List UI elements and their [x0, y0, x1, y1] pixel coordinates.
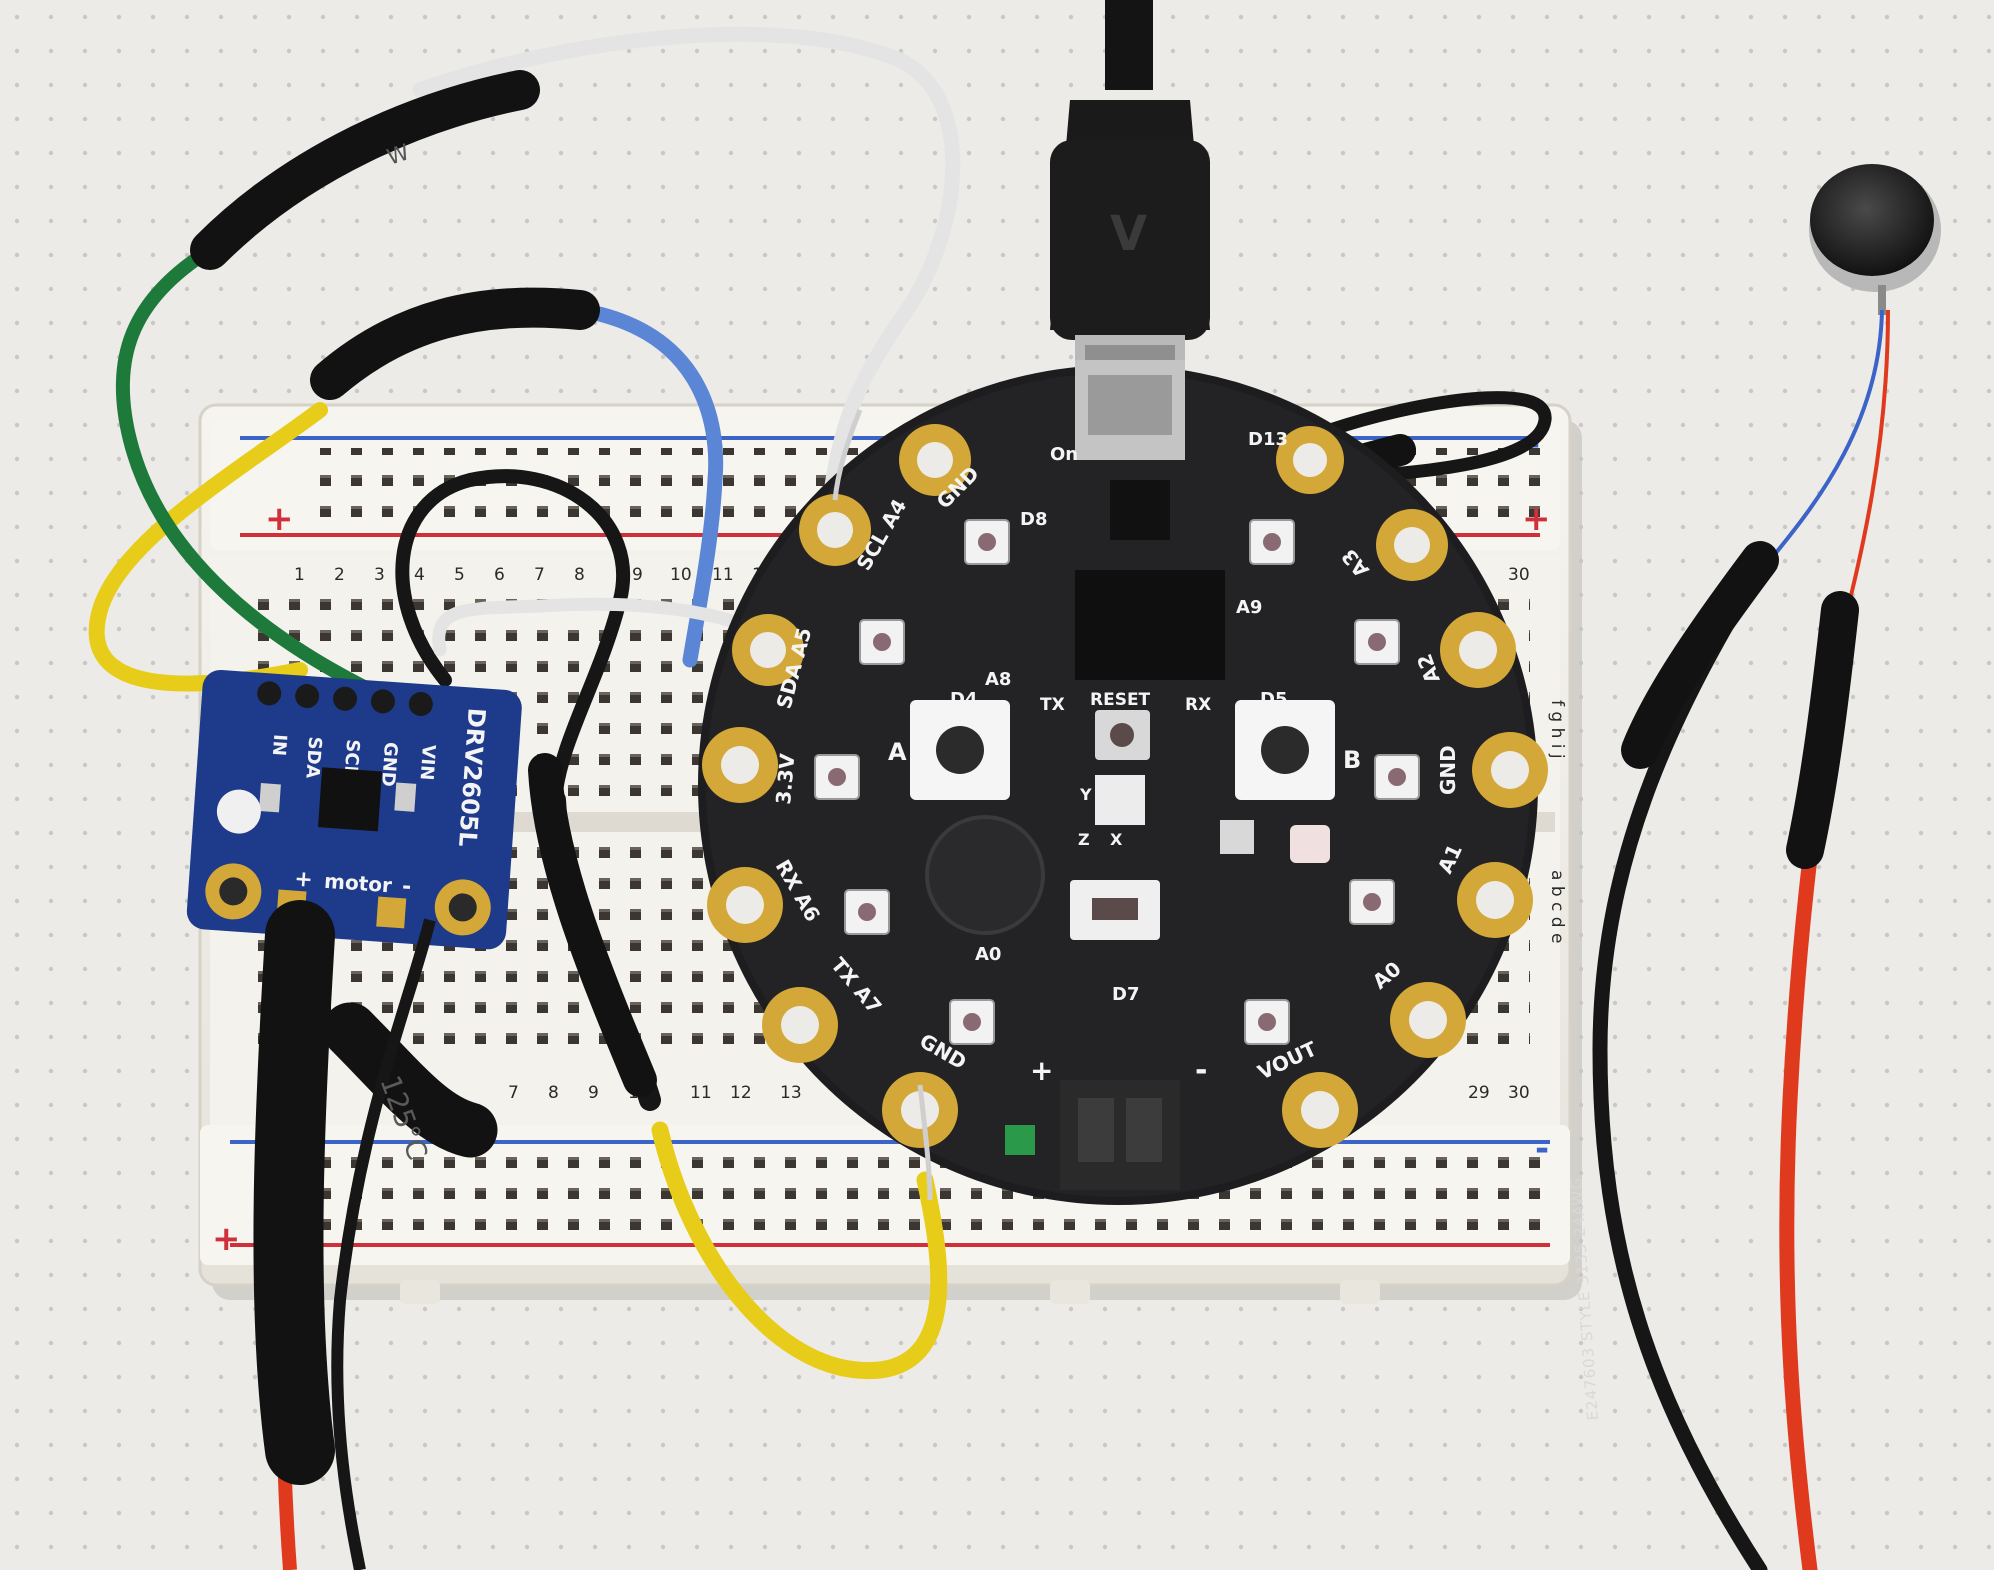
vibration-motor [1809, 164, 1941, 315]
label-axis-z: Z [1078, 830, 1090, 849]
svg-text:9: 9 [588, 1083, 599, 1103]
motor-wire-blue [1768, 309, 1884, 562]
pad-label-3v3: 3.3V [771, 752, 799, 805]
svg-text:12: 12 [730, 1083, 752, 1103]
label-bat-plus: + [1030, 1054, 1053, 1087]
svg-text:30: 30 [1508, 565, 1530, 585]
drv2605l-board: IN SDA SCL GND VIN DRV2605L motor + - [186, 669, 522, 950]
drv-pin-scl: SCL [340, 739, 364, 778]
label-axis-y: Y [1079, 785, 1092, 804]
label-a0-speaker: A0 [975, 944, 1001, 965]
bottom-minus-sign-right: - [1535, 1129, 1549, 1169]
yellow-wire-bottom [651, 1121, 948, 1380]
black-wire-top-right [1323, 391, 1552, 482]
yellow-wire-left [88, 402, 328, 692]
blue-wire [572, 302, 724, 668]
row-letters-bottom: a b c d e [1547, 870, 1567, 943]
black-cable [1592, 552, 1773, 1570]
drv-motor-label: motor [323, 869, 392, 898]
label-reset: RESET [1090, 690, 1151, 710]
svg-text:7: 7 [534, 565, 545, 585]
column-numbers-right: 30 29 30 [1468, 565, 1530, 1103]
label-d4: D4 [950, 689, 977, 710]
label-on: On [1050, 444, 1078, 465]
svg-text:8: 8 [548, 1083, 559, 1103]
svg-text:10: 10 [670, 565, 692, 585]
label-d8: D8 [1020, 509, 1047, 530]
label-button-b: B [1343, 746, 1361, 774]
top-plus-sign: + [265, 499, 294, 539]
pad-label-gnd-right: GND [1436, 745, 1460, 795]
top-plus-sign-right: + [1522, 499, 1551, 539]
label-axis-x: X [1110, 830, 1123, 849]
row-letters-top: f g h i j [1547, 700, 1567, 759]
svg-text:30: 30 [1508, 1083, 1530, 1103]
svg-text:4: 4 [414, 565, 425, 585]
green-wire [115, 243, 377, 697]
column-numbers-top: 1 2 3 4 5 6 7 8 9 10 11 12 [294, 565, 774, 585]
label-button-a: A [888, 738, 907, 766]
label-d5: D5 [1260, 689, 1287, 710]
label-tx: TX [1040, 695, 1065, 715]
label-d7: D7 [1112, 984, 1139, 1005]
label-d13: D13 [1248, 429, 1288, 450]
svg-text:11: 11 [712, 565, 734, 585]
label-rx: RX [1185, 695, 1211, 715]
svg-text:2: 2 [334, 565, 345, 585]
circuit-playground: On D13 D8 A8 A9 D4 D5 TX RX RESET D7 A0 … [698, 360, 1548, 1205]
label-bat-minus: - [1195, 1053, 1207, 1088]
drv-pin-vin: VIN [416, 744, 439, 781]
svg-text:5: 5 [454, 565, 465, 585]
drv-pin-sda: SDA [301, 736, 325, 779]
svg-text:1: 1 [294, 565, 305, 585]
drv-pin-in: IN [268, 734, 290, 757]
svg-text:3: 3 [374, 565, 385, 585]
black-wire-loop [395, 469, 631, 807]
bottom-plus-sign: + [212, 1219, 241, 1259]
svg-text:6: 6 [494, 565, 505, 585]
label-a9: A9 [1236, 597, 1262, 618]
drv-motor-plus: + [293, 867, 313, 893]
svg-text:13: 13 [780, 1083, 802, 1103]
label-a8: A8 [985, 669, 1011, 690]
svg-text:8: 8 [574, 565, 585, 585]
cpx-pads [702, 424, 1548, 1148]
drv-motor-minus: - [401, 874, 412, 900]
svg-text:11: 11 [690, 1083, 712, 1103]
svg-text:9: 9 [632, 565, 643, 585]
speaker [925, 815, 1045, 935]
usb-plug-logo: V [1110, 206, 1147, 262]
white-wire-top [412, 26, 961, 508]
svg-text:29: 29 [1468, 1083, 1490, 1103]
svg-text:7: 7 [508, 1083, 519, 1103]
